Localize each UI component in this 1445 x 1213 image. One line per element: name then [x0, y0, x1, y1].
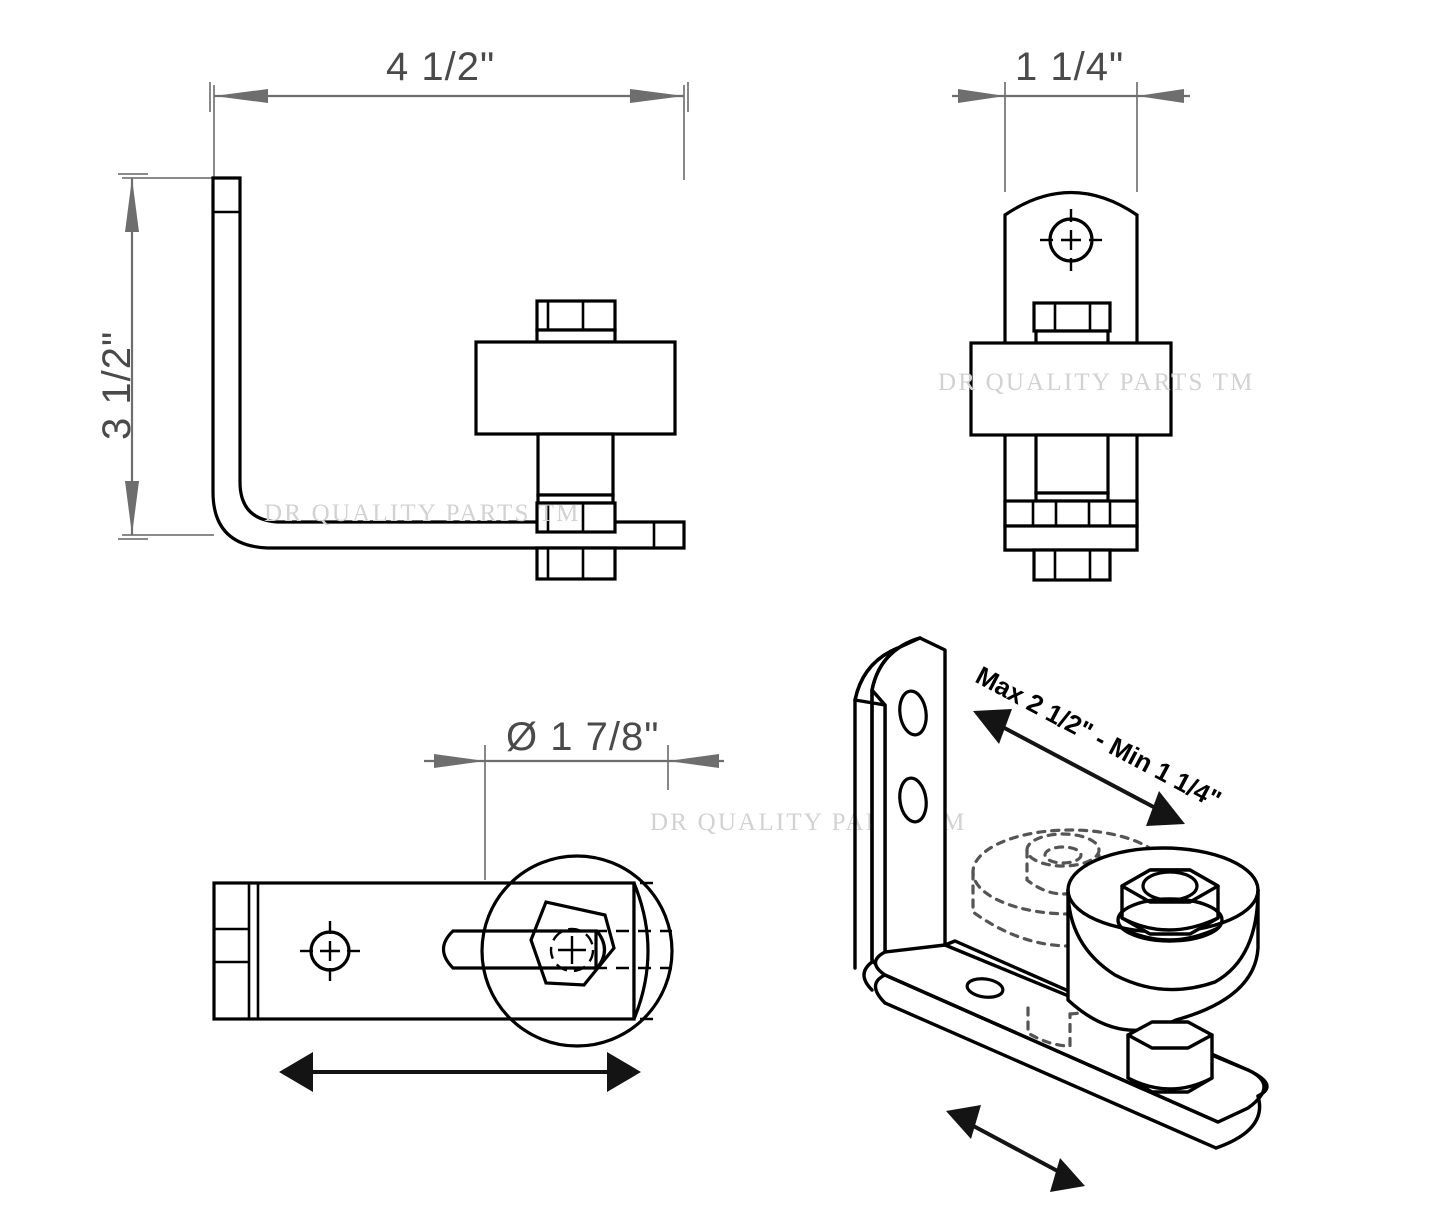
dimension-height-3-1-2 [118, 173, 214, 540]
l-bracket-profile [211, 176, 686, 550]
watermark-view-top-left: DR QUALITY PARTS TM [264, 500, 581, 527]
travel-arrow-plan [279, 1052, 641, 1092]
view-top-right-side-elevation: DR QUALITY PARTS TM 1 1/4" [938, 45, 1255, 582]
dimension-label-thickness: 1 1/4" [1015, 45, 1124, 89]
iso-bottom-hex-nut [1126, 1020, 1214, 1094]
roller-bolt-assembly-side [969, 301, 1173, 582]
iso-bracket-vertical-leg [853, 636, 947, 977]
dimension-label-diameter: Ø 1 7/8" [506, 715, 659, 759]
annotation-adjust-range-arrow [973, 709, 1185, 826]
roller-plan [441, 854, 674, 1048]
hole-center-mark-plan [300, 921, 360, 981]
dimension-width-4-1-2 [209, 82, 689, 180]
roller-bolt-assembly-front [474, 299, 677, 581]
dimension-roller-diameter [424, 745, 724, 880]
dimension-thickness-1-1-4 [952, 82, 1190, 192]
view-bottom-left-plan: DR QUALITY PARTS TM Ø 1 7/8" [212, 715, 964, 1092]
iso-top-hex-nut [1116, 868, 1224, 943]
view-top-left-front-elevation: DR QUALITY PARTS TM 4 1/2" 3 1/2" [95, 45, 689, 581]
dimension-label-width: 4 1/2" [386, 45, 495, 89]
watermark-view-top-right: DR QUALITY PARTS TM [938, 369, 1255, 396]
iso-travel-arrow [946, 1105, 1085, 1192]
hole-center-mark [1040, 209, 1102, 271]
dimension-label-height: 3 1/2" [95, 331, 139, 440]
view-bottom-right-isometric [853, 636, 1269, 1192]
